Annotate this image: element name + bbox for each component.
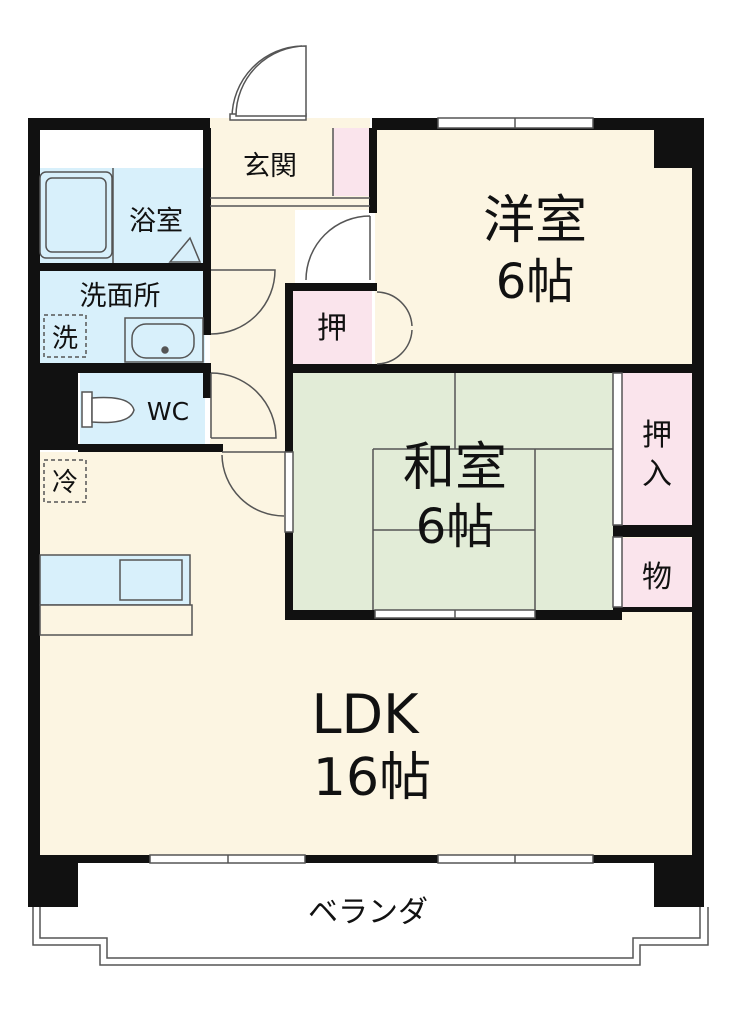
label-japanese-name: 和室 [403,438,507,498]
wall-wc-right [203,373,211,398]
label-entrance: 玄関 [243,151,297,182]
bath-drain [168,236,202,263]
wall-top-left [28,118,210,130]
wall-storage-bottom [613,607,695,612]
closet-door-bottom [376,329,413,365]
balcony-rail [32,907,709,966]
closet-door-top [376,291,413,327]
toilet-bowl [91,396,135,424]
wall-wash-right [203,270,211,335]
wall-wash-wc [40,363,211,373]
sliding-japanese-left [284,451,294,533]
storage-floor [622,538,692,610]
wall-closet-left [285,283,293,373]
entrance-opening [210,118,370,128]
japanese-room-floor [292,373,614,613]
wall-bath-right [203,128,211,268]
sliding-storage [612,536,623,608]
label-storage: 物 [642,560,672,595]
toilet-tank [81,391,93,428]
wall-closet-top [285,283,377,291]
label-balcony: ベランダ [308,895,428,930]
shoe-closet-floor [333,128,369,196]
windows [149,117,623,864]
toilet-door [210,372,277,439]
label-washer: 洗 [52,324,78,354]
label-ldk-size: 16帖 [313,748,431,808]
label-bath: 浴室 [129,206,183,237]
label-fridge: 冷 [52,468,78,498]
washer-space [43,314,87,358]
kitchen-sink [119,559,183,601]
western-room-floor [375,128,693,368]
label-western-name: 洋室 [483,191,587,251]
fixtures [39,168,204,636]
kitchen-bar [39,604,193,636]
labels: 玄関 浴室 洗面所 洗 WC 冷 洋室 6帖 押 和室 6帖 押 入 物 LDK… [52,151,672,930]
balcony [32,907,709,966]
pillar-left-mid [28,365,78,450]
wall-left [28,118,40,878]
tatami-lines [372,373,613,610]
pillar-top-right [654,118,704,168]
label-closet-large-top: 押 [642,418,672,453]
pillar-bottom-left [28,855,78,907]
pillar-top-left [28,118,40,168]
sliding-japanese-right [612,372,623,526]
doors [210,45,413,517]
label-washroom: 洗面所 [80,281,161,312]
floor-fills [40,128,693,857]
western-door [305,215,371,281]
wall-wc-bottom [78,444,223,452]
wall-western-bottom [285,364,704,373]
label-japanese-size: 6帖 [416,499,495,555]
washroom-door [210,269,276,335]
ldk-door [221,451,285,517]
pillar-bottom-right [654,855,704,907]
entrance-details [210,128,370,207]
wall-right [692,118,704,878]
closet-large-floor [622,373,692,525]
label-ldk-name: LDK [311,683,420,746]
closet-small-floor [292,288,372,364]
wall-closet-storage [613,525,695,537]
wall-bottom [28,855,704,863]
label-toilet: WC [147,397,189,426]
label-closet-small: 押 [317,311,347,346]
wall-western-left [369,128,377,213]
wall-bath-wash [40,263,211,271]
label-western-size: 6帖 [496,254,575,310]
fridge-space [43,459,87,503]
label-closet-large-bottom: 入 [642,457,672,492]
